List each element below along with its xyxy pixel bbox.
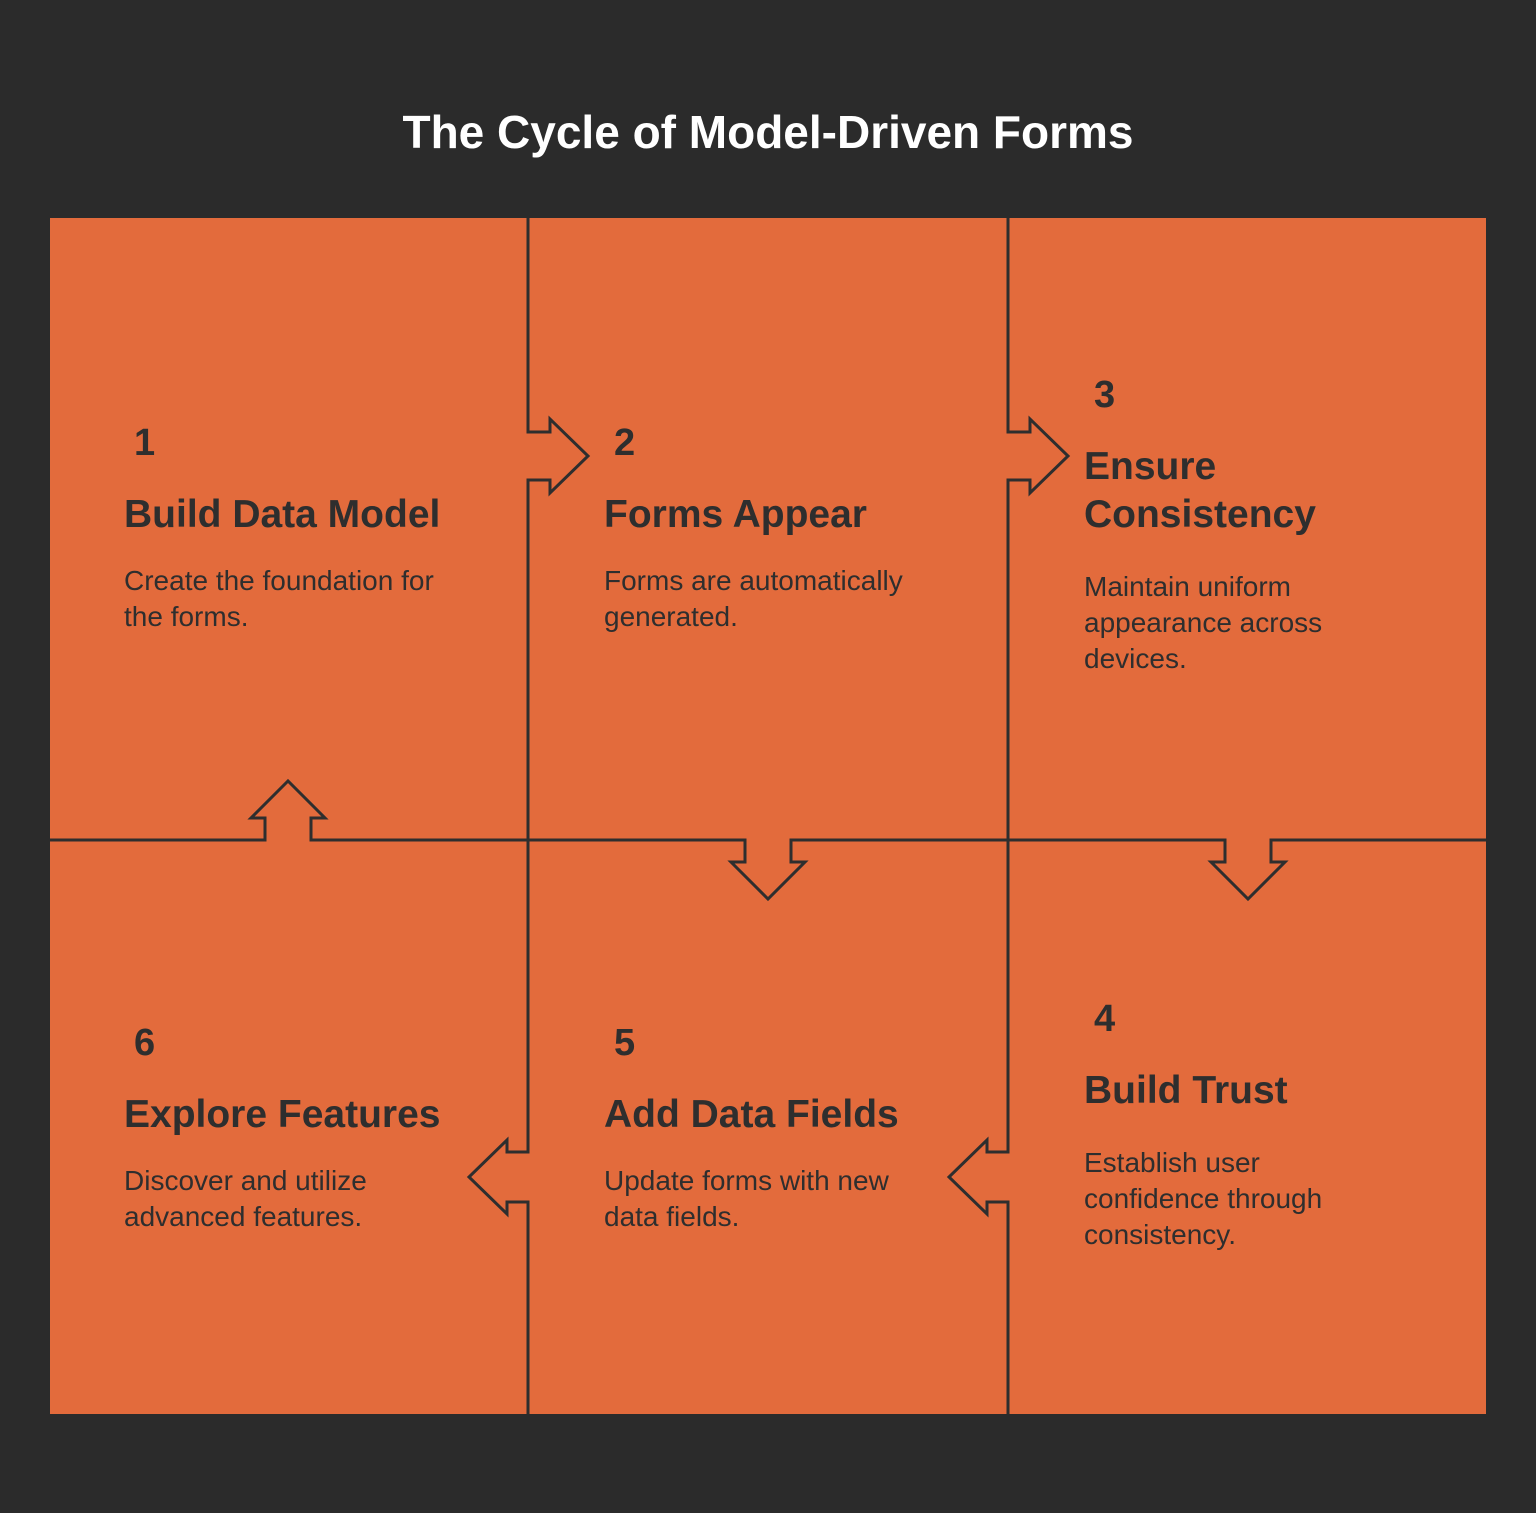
step-description: Discover and utilize advanced features.	[124, 1165, 367, 1232]
diagram-title: The Cycle of Model-Driven Forms	[402, 106, 1134, 158]
step-title: Forms Appear	[604, 493, 867, 536]
step-number: 2	[614, 422, 636, 464]
step-title: Explore Features	[124, 1093, 441, 1136]
step-number: 4	[1094, 998, 1116, 1040]
step-title: Add Data Fields	[604, 1093, 899, 1136]
step-title: Build Data Model	[124, 493, 441, 536]
step-number: 6	[134, 1022, 156, 1064]
step-title: Build Trust	[1084, 1069, 1288, 1112]
step-number: 3	[1094, 374, 1116, 416]
step-number: 5	[614, 1022, 636, 1064]
step-description: Update forms with new data fields.	[604, 1165, 889, 1232]
step-title: Ensure Consistency	[1084, 445, 1316, 536]
step-description: Forms are automatically generated.	[604, 565, 903, 632]
right-vertical-divider-with-arrows	[946, 218, 1071, 1414]
left-vertical-divider-with-arrows	[466, 218, 591, 1414]
step-description: Create the foundation for the forms.	[124, 565, 434, 632]
horizontal-divider-with-arrows	[50, 778, 1486, 902]
cycle-panel	[50, 218, 1486, 1414]
step-description: Establish user confidence through consis…	[1084, 1147, 1323, 1250]
step-description: Maintain uniform appearance across devic…	[1084, 571, 1323, 674]
step-number: 1	[134, 422, 156, 464]
